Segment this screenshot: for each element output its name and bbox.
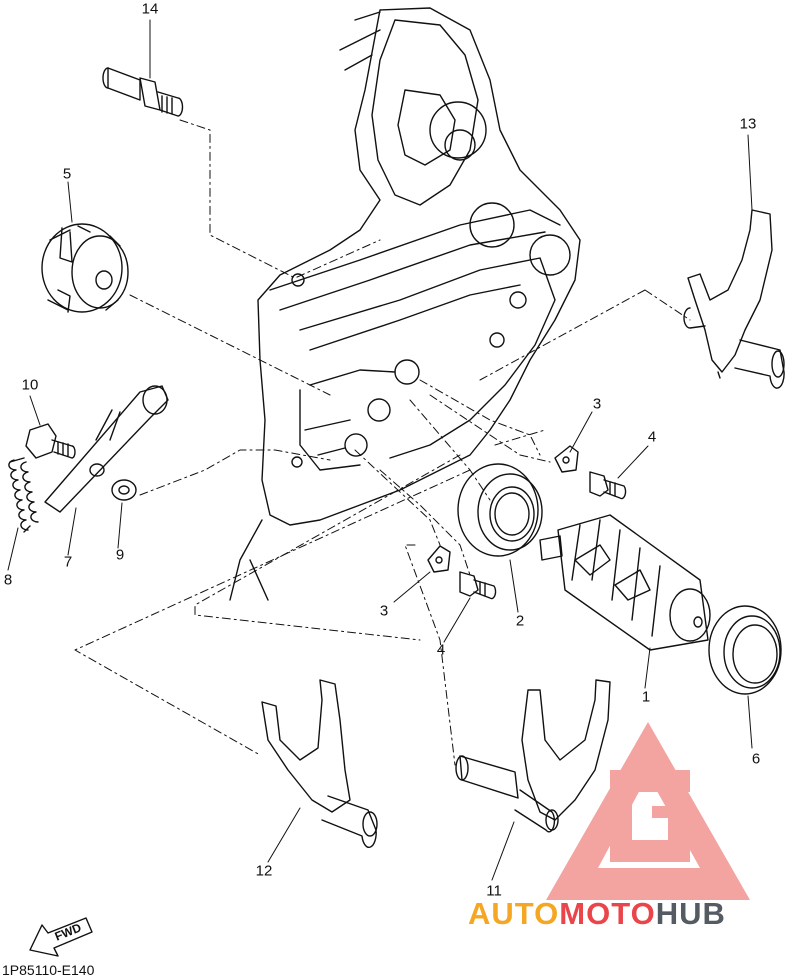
callout-8: 8 xyxy=(3,571,13,589)
part-11-shift-fork xyxy=(455,679,611,833)
callout-6: 6 xyxy=(751,750,761,768)
watermark-text: AUTOMOTOHUB xyxy=(468,898,726,929)
part-8-spring xyxy=(8,457,39,533)
callout-11: 11 xyxy=(486,882,502,900)
part-3-plate-upper xyxy=(554,445,579,473)
part-14-shift-pin xyxy=(102,67,184,117)
callout-3b: 3 xyxy=(379,602,389,620)
part-1-shift-drum xyxy=(539,514,711,651)
part-9-washer xyxy=(111,479,137,501)
callout-1: 1 xyxy=(641,688,651,706)
callout-12: 12 xyxy=(255,862,273,880)
part-10-bolt xyxy=(25,423,76,459)
callout-3a: 3 xyxy=(592,395,602,413)
watermark-logo xyxy=(546,722,750,900)
callout-2: 2 xyxy=(515,612,525,630)
callout-5: 5 xyxy=(62,165,72,183)
callout-10: 10 xyxy=(21,376,39,394)
watermark-moto: MOTO xyxy=(559,896,656,931)
part-5-segment xyxy=(41,223,129,313)
watermark-auto: AUTO xyxy=(468,896,560,931)
assembly-lines xyxy=(74,119,691,766)
fwd-arrow xyxy=(29,917,93,957)
part-12-shift-fork xyxy=(261,679,378,848)
part-3-plate-lower xyxy=(427,545,451,573)
callout-14: 14 xyxy=(141,0,159,18)
part-13-shift-fork xyxy=(683,209,785,389)
callout-13: 13 xyxy=(739,115,757,133)
callout-4b: 4 xyxy=(436,641,446,659)
part-6-bearing xyxy=(708,605,782,695)
crankcase-outline xyxy=(229,7,581,601)
part-4-screw-lower xyxy=(459,571,497,600)
callout-9: 9 xyxy=(115,546,125,564)
part-7-stopper-lever xyxy=(44,385,169,513)
part-2-bearing xyxy=(457,463,543,557)
part-4-screw-upper xyxy=(589,471,627,500)
callout-7: 7 xyxy=(63,553,73,571)
callout-leaders xyxy=(7,19,753,881)
watermark-hub: HUB xyxy=(655,896,726,931)
callout-4a: 4 xyxy=(647,428,657,446)
diagram-code: 1P85110-E140 xyxy=(2,962,95,978)
